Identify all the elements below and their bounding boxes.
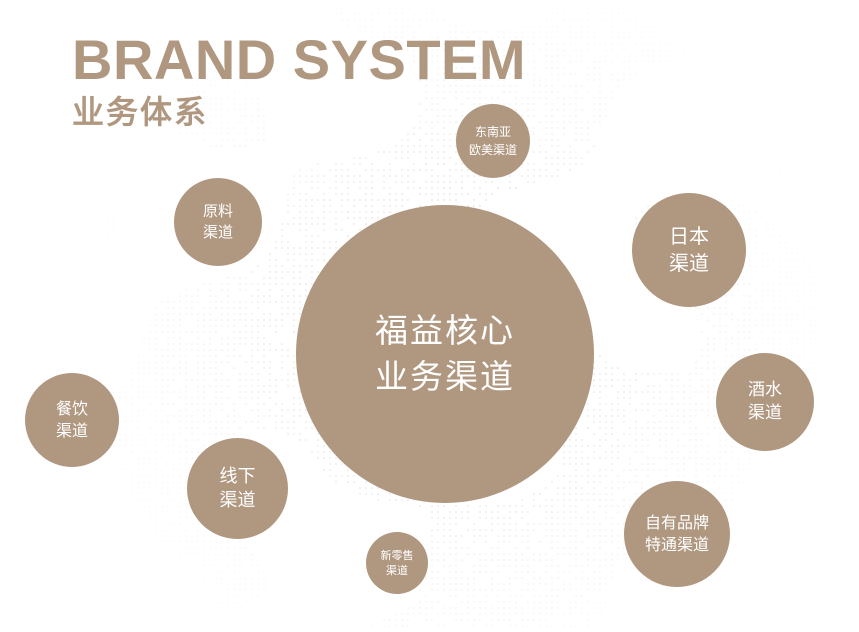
title-english: BRAND SYSTEM (72, 28, 527, 91)
title-chinese: 业务体系 (72, 93, 209, 131)
japan-channel-label: 日本 渠道 (669, 224, 709, 275)
raw-material-channel-label: 原料 渠道 (202, 202, 233, 241)
catering-channel-circle: 餐饮 渠道 (25, 373, 119, 467)
core-channel-circle: 福益核心 业务渠道 (296, 205, 594, 503)
own-brand-special-channel-label: 自有品牌 特通渠道 (644, 513, 709, 554)
southeast-asia-europe-america-channel-circle: 东南亚 欧美渠道 (456, 104, 530, 178)
offline-channel-circle: 线下 渠道 (187, 438, 288, 539)
offline-channel-label: 线下 渠道 (219, 465, 256, 511)
liquor-channel-label: 酒水 渠道 (748, 380, 782, 423)
new-retail-channel-label: 新零售 渠道 (380, 549, 414, 577)
raw-material-channel-circle: 原料 渠道 (174, 178, 262, 266)
southeast-asia-europe-america-channel-label: 东南亚 欧美渠道 (468, 125, 517, 157)
liquor-channel-circle: 酒水 渠道 (716, 353, 814, 451)
new-retail-channel-circle: 新零售 渠道 (366, 532, 428, 594)
japan-channel-circle: 日本 渠道 (632, 193, 746, 307)
own-brand-special-channel-circle: 自有品牌 特通渠道 (624, 481, 730, 587)
catering-channel-label: 餐饮 渠道 (55, 399, 88, 440)
core-channel-label: 福益核心 业务渠道 (375, 311, 515, 396)
